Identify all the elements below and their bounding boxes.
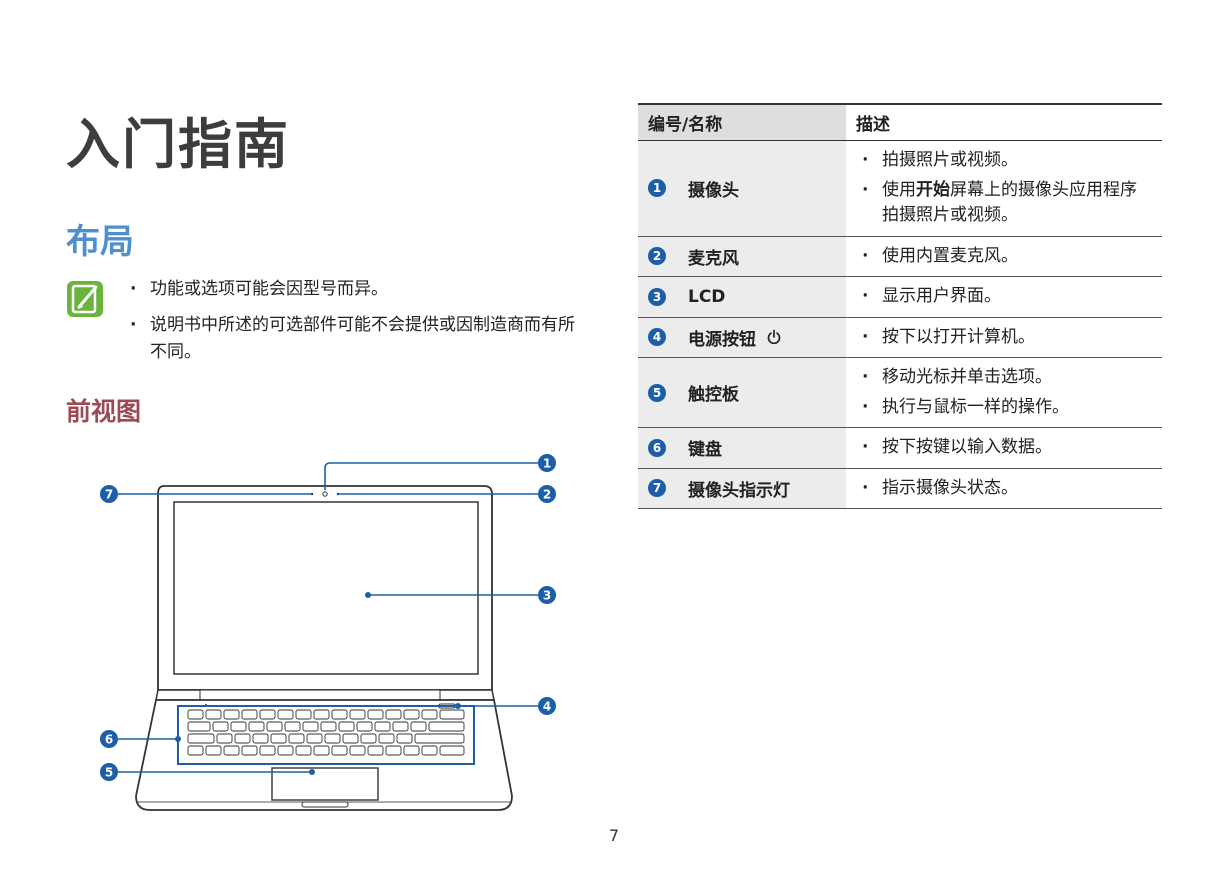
- callout-label: 6: [105, 733, 113, 747]
- keyboard-keys: [187, 709, 465, 756]
- front-view-heading: 前视图: [66, 397, 142, 426]
- keyboard-highlight: [177, 705, 475, 765]
- component-description: 使用开始屏幕上的摄像头应用程序拍摄照片或视频。: [858, 178, 1152, 229]
- touchpad: [271, 767, 379, 801]
- row-number-badge: 5: [648, 383, 666, 402]
- component-name: 电源按钮: [688, 329, 756, 350]
- component-name: 触控板: [688, 385, 739, 405]
- table-row: 5 触控板 移动光标并单击选项。 执行与鼠标一样的操作。: [638, 357, 1162, 428]
- callout-6: 6: [100, 730, 118, 748]
- note-icon: [67, 281, 103, 317]
- component-table: 编号/名称 描述 1 摄像头 拍摄照片或视频。 使用开始屏幕上的摄像头应用程序拍摄…: [638, 103, 1162, 509]
- note-item: 功能或选项可能会因型号而异。: [128, 276, 588, 303]
- callout-label: 1: [543, 457, 551, 471]
- component-description: 使用内置麦克风。: [858, 244, 1152, 270]
- callout-4: 4: [538, 697, 556, 715]
- table-row: 7 摄像头指示灯 指示摄像头状态。: [638, 468, 1162, 509]
- row-number-badge: 7: [648, 479, 666, 498]
- laptop-screen: [173, 501, 479, 675]
- component-description: 拍摄照片或视频。: [858, 148, 1152, 174]
- callout-5: 5: [100, 763, 118, 781]
- callout-2: 2: [538, 485, 556, 503]
- callout-7: 7: [100, 485, 118, 503]
- header-number-name: 编号/名称: [638, 103, 846, 141]
- row-number-badge: 4: [648, 328, 666, 347]
- component-description: 指示摄像头状态。: [858, 476, 1152, 502]
- row-number-badge: 2: [648, 247, 666, 266]
- section-heading: 布局: [66, 222, 134, 262]
- row-number-badge: 3: [648, 287, 666, 306]
- row-number-badge: 6: [648, 438, 666, 457]
- callout-1: 1: [538, 454, 556, 472]
- component-name: 麦克风: [688, 248, 739, 269]
- callout-label: 5: [105, 766, 113, 780]
- table-header-row: 编号/名称 描述: [638, 103, 1162, 141]
- laptop-front-diagram: 1 2 3 4 5 6 7: [100, 454, 556, 811]
- start-screen-emphasis: 开始: [916, 179, 950, 200]
- table-row: 3 LCD 显示用户界面。: [638, 276, 1162, 318]
- component-description: 移动光标并单击选项。: [858, 365, 1152, 391]
- page-title: 入门指南: [66, 113, 290, 176]
- component-description: 显示用户界面。: [858, 284, 1152, 310]
- table-row: 2 麦克风 使用内置麦克风。: [638, 236, 1162, 277]
- table-row: 4 电源按钮 按下以打开计算机。: [638, 317, 1162, 358]
- page-number: 7: [608, 826, 620, 845]
- row-number-badge: 1: [648, 179, 666, 198]
- callout-label: 7: [105, 488, 113, 502]
- component-name: 摄像头指示灯: [688, 480, 790, 501]
- table-row: 6 键盘 按下按键以输入数据。: [638, 427, 1162, 469]
- notes-list: 功能或选项可能会因型号而异。 说明书中所述的可选部件可能不会提供或因制造商而有所…: [128, 276, 588, 375]
- note-item: 说明书中所述的可选部件可能不会提供或因制造商而有所不同。: [128, 312, 588, 365]
- callout-3: 3: [538, 586, 556, 604]
- callout-label: 2: [543, 488, 551, 502]
- table-row: 1 摄像头 拍摄照片或视频。 使用开始屏幕上的摄像头应用程序拍摄照片或视频。: [638, 140, 1162, 237]
- callout-label: 3: [543, 589, 551, 603]
- component-description: 按下按键以输入数据。: [858, 435, 1152, 461]
- webcam-lens: [322, 491, 328, 497]
- component-description: 执行与鼠标一样的操作。: [858, 395, 1152, 421]
- header-description: 描述: [846, 103, 1162, 141]
- component-name: LCD: [688, 286, 726, 307]
- callout-label: 4: [543, 700, 551, 714]
- power-icon: [767, 329, 781, 345]
- component-name: 摄像头: [688, 180, 739, 201]
- component-description: 按下以打开计算机。: [858, 325, 1152, 351]
- component-name: 键盘: [688, 440, 722, 461]
